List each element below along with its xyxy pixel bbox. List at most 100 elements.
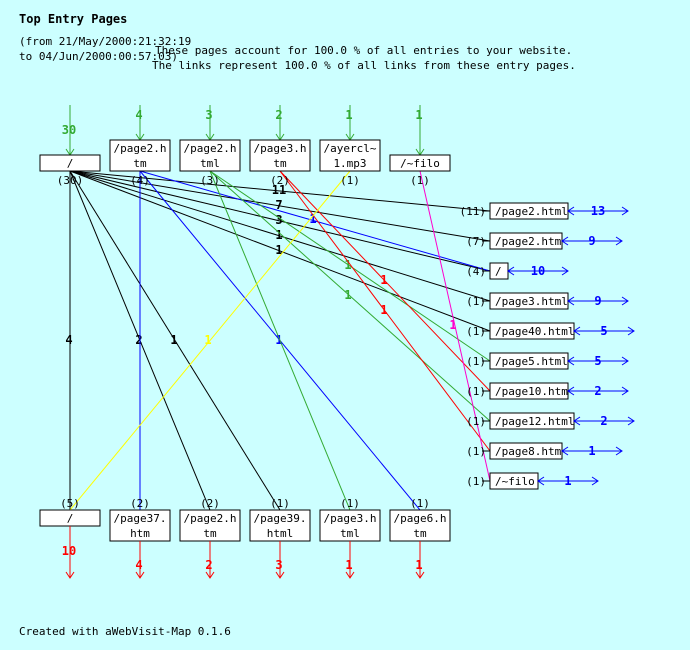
linked-page-label: /page3.html <box>495 295 568 308</box>
link-count: 11 <box>272 183 286 197</box>
link-count: 1 <box>449 318 456 332</box>
linked-page-label: / <box>495 265 502 278</box>
self-link-count: 13 <box>591 204 605 218</box>
link-line <box>209 170 491 362</box>
link-line <box>419 170 491 482</box>
link <box>209 170 351 511</box>
date-from: (from 21/May/2000:21:32:19 <box>19 35 192 48</box>
exit-page-label: tml <box>340 527 360 540</box>
entry-page-node[interactable]: 4/page2.htm(4) <box>109 105 171 187</box>
linked-page-label: /page2.html <box>495 205 568 218</box>
exit-page-total: (1) <box>270 497 290 510</box>
entry-page-node[interactable]: 3/page2.html(3) <box>179 105 241 187</box>
arrow-left-icon <box>537 476 545 486</box>
link-count: 1 <box>275 228 282 242</box>
exit-page-box[interactable] <box>389 509 451 542</box>
entry-page-label: /page3.h <box>254 142 307 155</box>
exit-page-box[interactable] <box>249 509 311 542</box>
arrow-left-icon <box>567 386 575 396</box>
entry-page-total: (2) <box>270 174 290 187</box>
link: 4 <box>65 171 73 510</box>
summary-entries: These pages account for 100.0 % of all e… <box>155 44 573 57</box>
linked-page-label: /page2.htm <box>495 235 562 248</box>
link-count: 1 <box>380 273 387 287</box>
arrow-left-icon <box>567 206 575 216</box>
linked-page-label: /page8.htm <box>495 445 562 458</box>
arrow-right-icon <box>591 476 599 486</box>
entry-page-total: (3) <box>200 174 220 187</box>
exit-page-node[interactable]: (5)/10 <box>39 497 101 579</box>
exit-page-box[interactable] <box>179 509 241 542</box>
linked-page-count: (11) <box>460 205 487 218</box>
exit-page-total: (1) <box>340 497 360 510</box>
arrow-left-icon <box>561 446 569 456</box>
self-link-count: 2 <box>600 414 607 428</box>
entry-page-node[interactable]: 1/ayercl~1.mp3(1) <box>319 105 381 187</box>
exit-page-label: tm <box>203 527 217 540</box>
entry-page-box[interactable] <box>389 154 451 172</box>
link-line <box>209 170 351 511</box>
entry-page-label: tm <box>133 157 147 170</box>
arrow-right-icon <box>627 326 635 336</box>
linked-page-count: (7) <box>466 235 486 248</box>
exit-page-box[interactable] <box>109 509 171 542</box>
link: 1 <box>69 170 351 511</box>
entry-page-total: (1) <box>410 174 430 187</box>
entry-page-label: tm <box>273 157 287 170</box>
arrow-down-icon <box>275 571 285 579</box>
link-count: 7 <box>275 198 282 212</box>
entry-page-label: / <box>67 157 74 170</box>
link: 1 <box>209 170 491 362</box>
arrow-left-icon <box>573 416 581 426</box>
link-count: 1 <box>204 333 211 347</box>
arrow-right-icon <box>561 266 569 276</box>
summary-links: The links represent 100.0 % of all links… <box>152 59 576 72</box>
entry-page-total: (1) <box>340 174 360 187</box>
arrow-down-icon <box>205 571 215 579</box>
entry-page-label: /ayercl~ <box>324 142 377 155</box>
linked-page-count: (1) <box>466 385 486 398</box>
entry-page-node[interactable]: 2/page3.htm(2) <box>249 105 311 187</box>
linked-page-label: /page5.html <box>495 355 568 368</box>
exit-count: 3 <box>275 558 282 572</box>
link-count: 4 <box>65 333 72 347</box>
arrow-right-icon <box>621 356 629 366</box>
entry-page-node[interactable]: 1/~filo(1) <box>389 105 451 187</box>
entry-page-label: /page2.h <box>184 142 237 155</box>
self-link-count: 5 <box>600 324 607 338</box>
self-link-count: 1 <box>588 444 595 458</box>
exit-page-box[interactable] <box>319 509 381 542</box>
self-link-count: 10 <box>531 264 545 278</box>
entry-count: 1 <box>415 108 422 122</box>
entry-page-box[interactable] <box>319 139 381 172</box>
linked-page-node[interactable]: (11) /page2.html 13 <box>460 202 629 220</box>
entry-page-box[interactable] <box>249 139 311 172</box>
exit-page-label: /page2.h <box>184 512 237 525</box>
linked-page-count: (1) <box>466 415 486 428</box>
entry-count: 3 <box>205 108 212 122</box>
entry-page-label: 1.mp3 <box>333 157 366 170</box>
entry-page-box[interactable] <box>39 154 101 172</box>
linked-page-count: (1) <box>466 475 486 488</box>
exit-page-label: /page39. <box>254 512 307 525</box>
link: 1 <box>279 170 491 452</box>
arrow-right-icon <box>627 416 635 426</box>
arrow-down-icon <box>135 571 145 579</box>
entry-page-box[interactable] <box>109 139 171 172</box>
linked-page-node[interactable]: (4)/10 <box>466 262 569 280</box>
entry-page-box[interactable] <box>179 139 241 172</box>
entry-page-node[interactable]: 30/(30) <box>39 105 101 187</box>
